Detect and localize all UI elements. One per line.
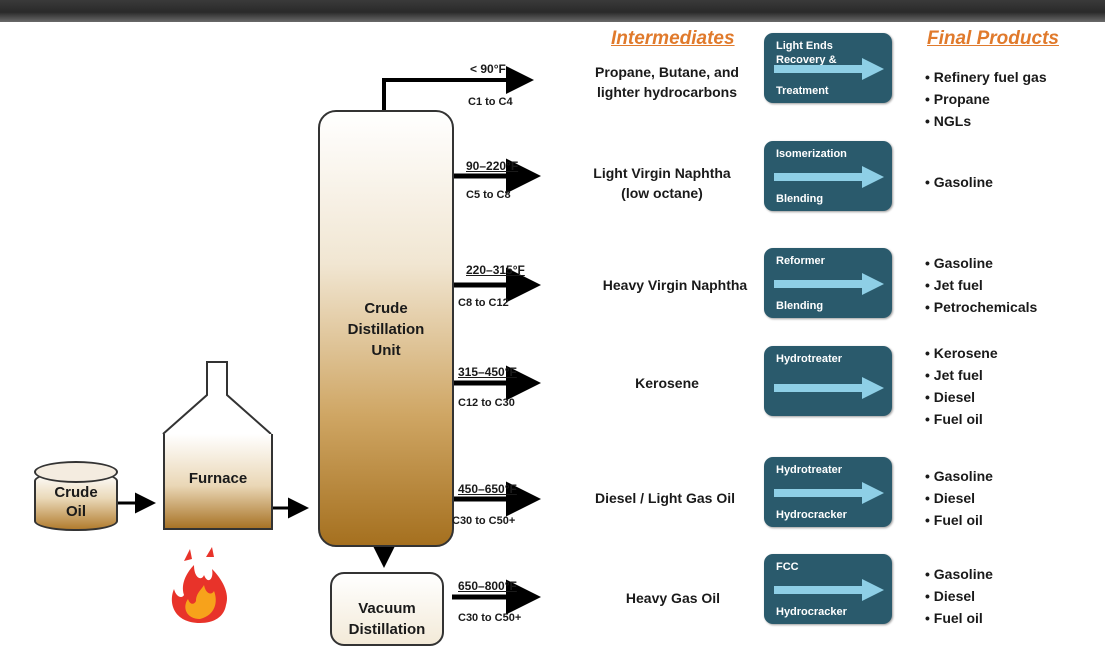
process-step-label: Treatment	[776, 85, 829, 97]
header-final-products: Final Products	[927, 28, 1059, 49]
stream-carbons: C1 to C4	[468, 96, 513, 108]
product-item: Diesel	[925, 386, 998, 408]
product-item: Gasoline	[925, 252, 1037, 274]
stream-temp: 450–650°F	[458, 482, 517, 496]
product-item: Propane	[925, 88, 1047, 110]
process-box: Hydrotreater Hydrocracker	[764, 457, 892, 527]
process-step-label: Reformer	[776, 255, 825, 267]
process-arrow-icon	[774, 482, 884, 504]
intermediate-label: Kerosene	[635, 375, 699, 391]
final-products-list: Refinery fuel gas Propane NGLs	[925, 66, 1047, 132]
process-arrow-icon	[774, 579, 884, 601]
stream-temp: 220–315°F	[466, 263, 525, 277]
product-item: Fuel oil	[925, 509, 993, 531]
process-arrow-icon	[774, 377, 884, 399]
furnace-roof	[162, 361, 272, 435]
final-products-list: Gasoline Diesel Fuel oil	[925, 465, 993, 531]
final-products-list: Kerosene Jet fuel Diesel Fuel oil	[925, 342, 998, 430]
stream-carbons: C30 to C50+	[458, 612, 522, 624]
process-box: Isomerization Blending	[764, 141, 892, 211]
flow-arrows	[118, 66, 541, 615]
process-box: Hydrotreater	[764, 346, 892, 416]
intermediate-label: Heavy Gas Oil	[625, 590, 721, 606]
stream-carbons: C8 to C12	[458, 297, 509, 309]
intermediate-label: Propane, Butane, and lighter hydrocarbon…	[595, 64, 739, 100]
product-item: Gasoline	[925, 563, 993, 585]
product-item: Kerosene	[925, 342, 998, 364]
stream-temp: 315–450°F	[458, 365, 517, 379]
product-item: Diesel	[925, 585, 993, 607]
product-item: Jet fuel	[925, 274, 1037, 296]
process-step-label: Isomerization	[776, 148, 847, 160]
process-step-label: Hydrotreater	[776, 464, 843, 476]
process-step-label: Hydrocracker	[776, 606, 847, 618]
product-item: Jet fuel	[925, 364, 998, 386]
product-item: NGLs	[925, 110, 1047, 132]
process-step-label: Light Ends Recovery &	[776, 40, 837, 66]
final-products-list: Gasoline Diesel Fuel oil	[925, 563, 993, 629]
stream-temp: 650–800°F	[458, 579, 517, 593]
stream-carbons: C30 to C50+	[452, 515, 516, 527]
intermediate-label: Heavy Virgin Naphtha	[602, 277, 748, 293]
process-box: FCC Hydrocracker	[764, 554, 892, 624]
process-step-label: FCC	[776, 561, 799, 573]
process-step-label: Hydrocracker	[776, 509, 847, 521]
top-banner-bar	[0, 0, 1105, 22]
stream-carbons: C5 to C8	[466, 189, 511, 201]
process-step-label: Blending	[776, 300, 824, 312]
stream-carbons: C12 to C30	[458, 397, 515, 409]
vacuum-label: Vacuum Distillation	[348, 600, 426, 638]
process-step-label: Blending	[776, 193, 824, 205]
process-arrow-icon	[774, 273, 884, 295]
intermediate-label: Light Virgin Naphtha (low octane)	[593, 165, 731, 201]
product-item: Fuel oil	[925, 408, 998, 430]
final-products-list: Gasoline	[925, 171, 993, 193]
stream-temp: 90–220°F	[466, 159, 519, 173]
stream-temp: < 90°F	[470, 62, 506, 76]
process-arrow-icon	[774, 58, 884, 80]
crude-oil-tank: Crude Oil	[34, 461, 118, 531]
tank-label: Crude Oil	[54, 484, 98, 520]
furnace	[163, 434, 273, 530]
final-products-list: Gasoline Jet fuel Petrochemicals	[925, 252, 1038, 318]
product-item: Diesel	[925, 487, 993, 509]
process-arrow-icon	[774, 166, 884, 188]
product-item: Fuel oil	[925, 607, 993, 629]
column-label: Crude Distillation Unit	[347, 300, 425, 359]
furnace-label: Furnace	[188, 470, 248, 487]
product-item: Petrochemicals	[925, 296, 1038, 318]
header-intermediates: Intermediates	[611, 28, 735, 49]
product-item: Gasoline	[925, 171, 993, 193]
product-item: Refinery fuel gas	[925, 66, 1047, 88]
product-item: Gasoline	[925, 465, 993, 487]
intermediate-label: Diesel / Light Gas Oil	[594, 490, 736, 506]
process-box: Reformer Blending	[764, 248, 892, 318]
process-step-label: Hydrotreater	[776, 353, 843, 365]
arrow-stream-1	[382, 66, 534, 110]
process-box: Light Ends Recovery & Treatment	[764, 33, 892, 103]
crude-distillation-column	[318, 110, 454, 547]
flame-icon	[171, 547, 228, 623]
